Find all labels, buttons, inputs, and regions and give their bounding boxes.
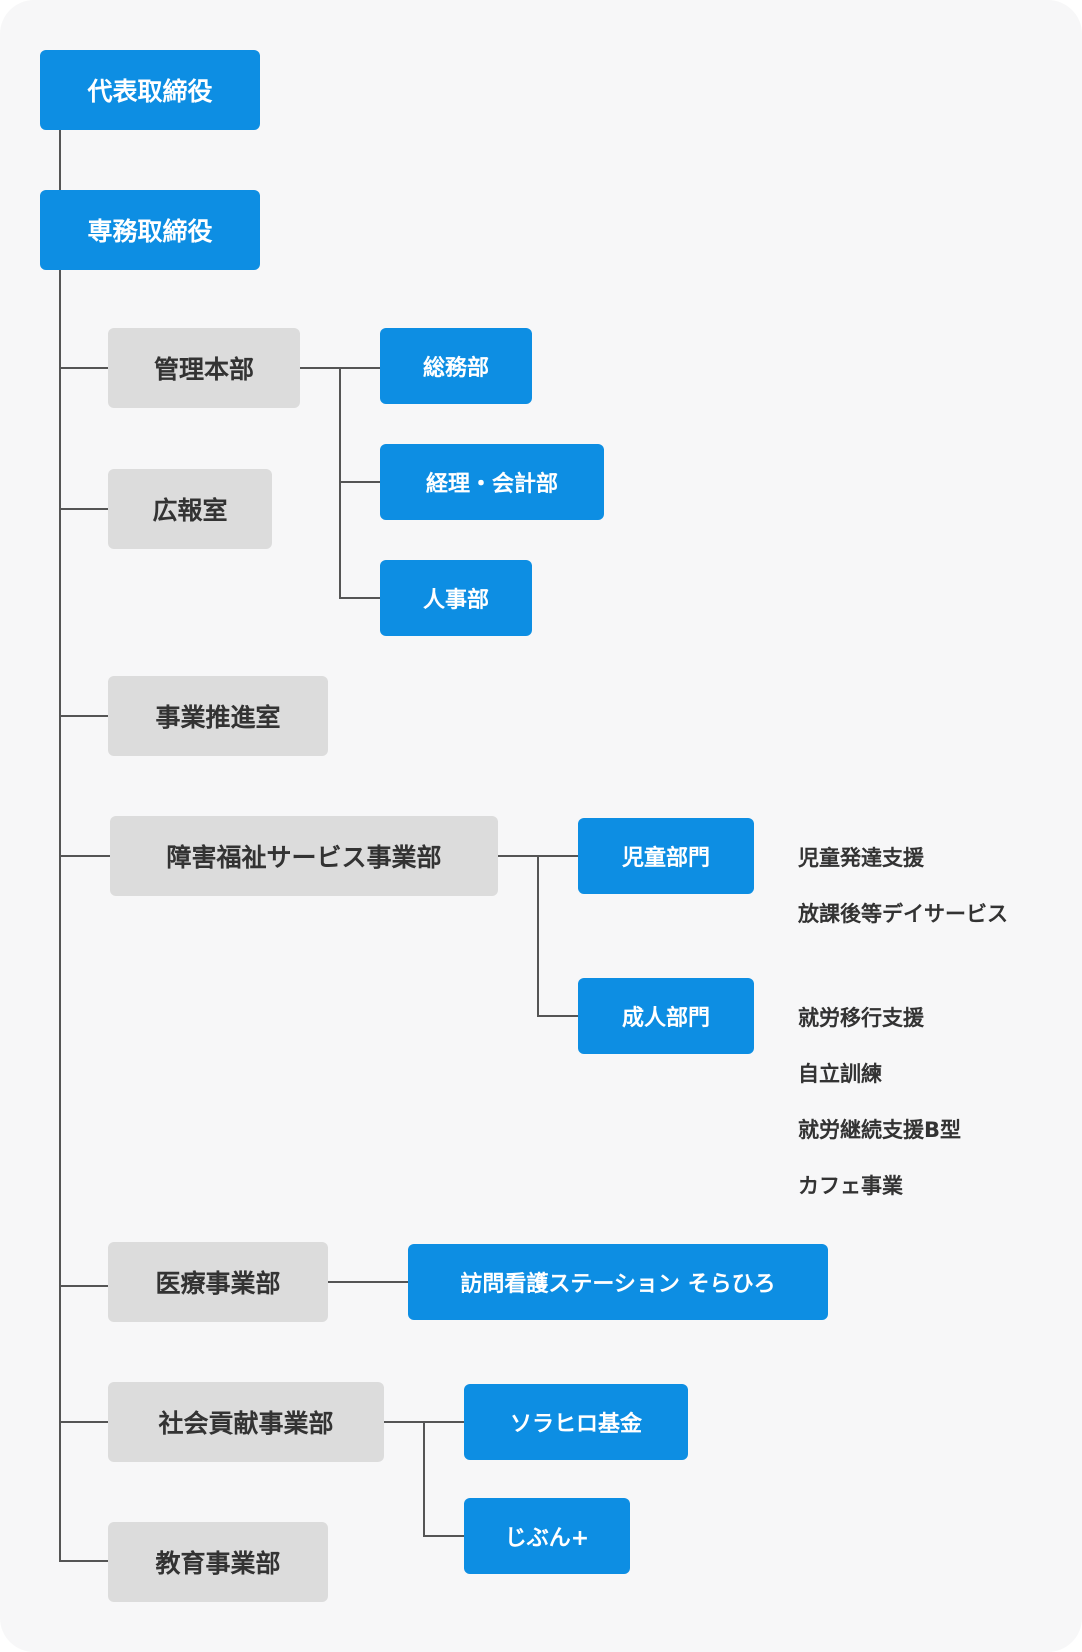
connector-admin <box>59 367 109 369</box>
jibun-plus-box: じぶん+ <box>464 1498 630 1574</box>
sorahiro-fund-box: ソラヒロ基金 <box>464 1384 688 1460</box>
connector-pr <box>59 508 109 510</box>
medical-division-box: 医療事業部 <box>108 1242 328 1322</box>
welfare-division-box: 障害福祉サービス事業部 <box>110 816 498 896</box>
adult-service-item: 就労移行支援 <box>798 1006 924 1030</box>
hr-box: 人事部 <box>380 560 532 636</box>
connector-education <box>59 1560 109 1562</box>
adult-service-item: カフェ事業 <box>798 1174 903 1198</box>
connector-adult <box>537 1015 578 1017</box>
adult-service-item: 自立訓練 <box>798 1062 882 1086</box>
social-division-box: 社会貢献事業部 <box>108 1382 384 1462</box>
connector-medical-out <box>327 1281 408 1283</box>
ceo-box: 代表取締役 <box>40 50 260 130</box>
connector-biz-promo <box>59 715 109 717</box>
biz-promo-office-box: 事業推進室 <box>108 676 328 756</box>
adult-dept-box: 成人部門 <box>578 978 754 1054</box>
child-dept-box: 児童部門 <box>578 818 754 894</box>
child-service-item: 児童発達支援 <box>798 846 924 870</box>
nursing-station-box: 訪問看護ステーション そらひろ <box>408 1244 828 1320</box>
connector-admin-branch <box>339 367 341 599</box>
general-affairs-box: 総務部 <box>380 328 532 404</box>
child-service-item: 放課後等デイサービス <box>798 902 1008 926</box>
connector-main-trunk <box>59 130 61 1562</box>
accounting-box: 経理・会計部 <box>380 444 604 520</box>
pr-office-box: 広報室 <box>108 469 272 549</box>
managing-director-box: 専務取締役 <box>40 190 260 270</box>
connector-social <box>59 1421 109 1423</box>
connector-jibun <box>423 1535 464 1537</box>
connector-accounting <box>339 481 380 483</box>
connector-hr <box>339 597 380 599</box>
connector-medical <box>59 1285 109 1287</box>
connector-welfare-branch <box>537 855 539 1017</box>
adult-service-item: 就労継続支援B型 <box>798 1118 962 1142</box>
education-division-box: 教育事業部 <box>108 1522 328 1602</box>
admin-division-box: 管理本部 <box>108 328 300 408</box>
connector-welfare <box>59 855 110 857</box>
connector-social-branch <box>423 1421 425 1537</box>
